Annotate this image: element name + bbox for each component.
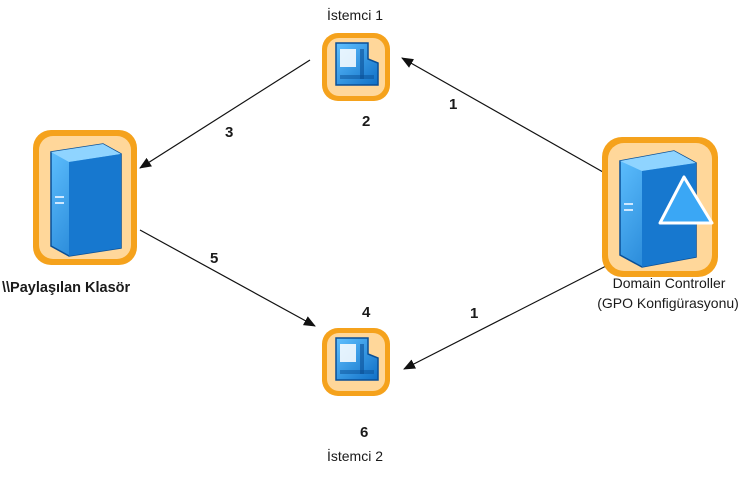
step-5-label: 5 xyxy=(210,250,219,267)
step-6-label: 6 xyxy=(360,424,369,441)
step-1-top-label: 1 xyxy=(449,96,458,113)
dc-name: Domain Controller xyxy=(612,275,726,291)
shared-folder-name: \\Paylaşılan Klasör xyxy=(2,280,131,296)
dc-gpo-label: (GPO Konfigürasyonu) xyxy=(597,295,739,311)
arrow-dc-to-client2 xyxy=(403,263,611,370)
arrow-client1-to-share xyxy=(139,59,311,169)
client1-name: İstemci 1 xyxy=(326,7,383,23)
domain-controller-icon xyxy=(602,137,718,277)
client2-name: İstemci 2 xyxy=(326,448,383,464)
step-4-label: 4 xyxy=(362,304,371,321)
workstation-icon xyxy=(322,33,390,101)
arrow-dc-to-client1 xyxy=(401,57,611,177)
server-icon xyxy=(33,130,137,265)
step-1-bottom-label: 1 xyxy=(470,305,479,322)
workstation-icon xyxy=(322,328,390,396)
step-2-label: 2 xyxy=(362,113,371,130)
arrow-share-to-client2 xyxy=(139,229,316,327)
step-3-label: 3 xyxy=(225,124,234,141)
